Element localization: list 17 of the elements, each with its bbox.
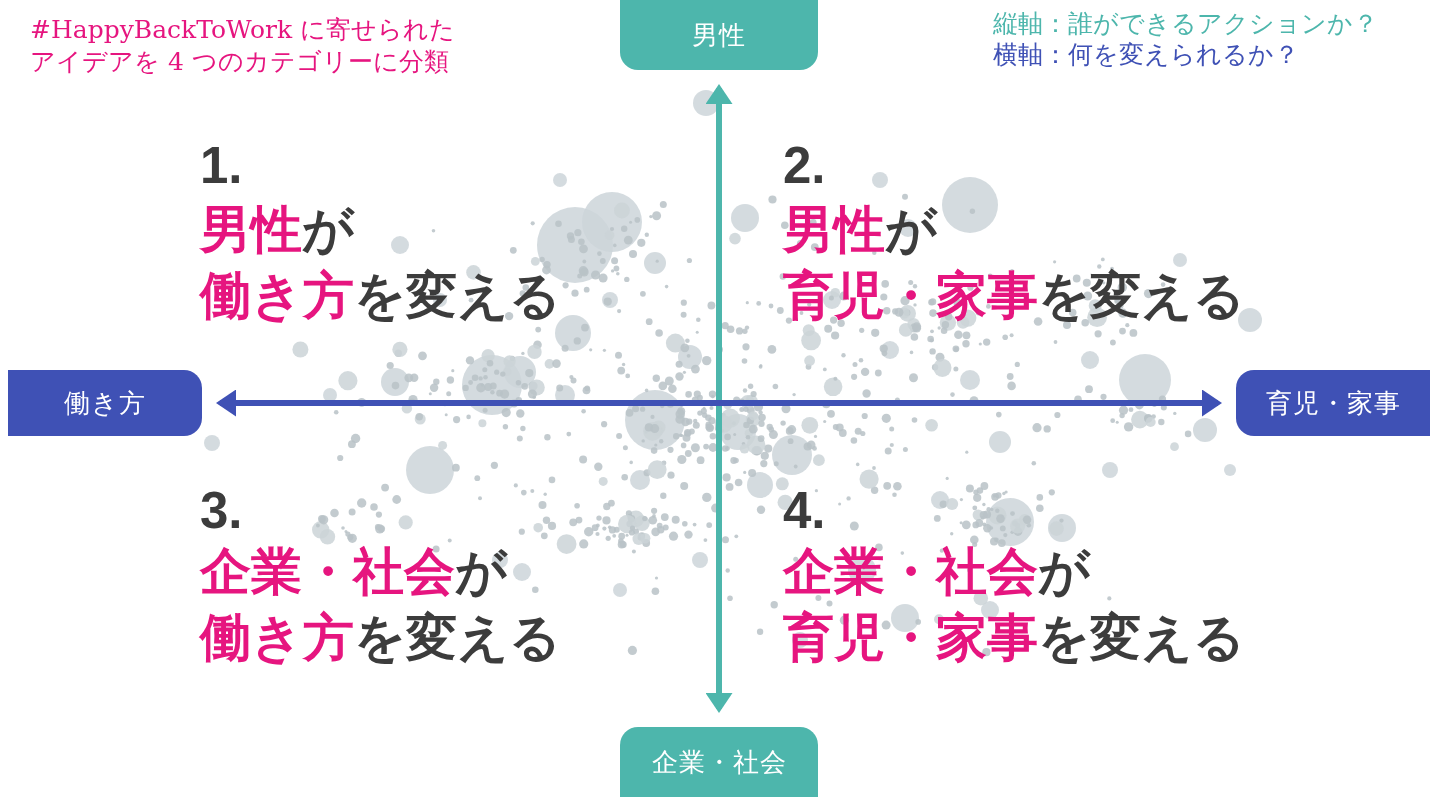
quadrant-number: 2. <box>783 140 826 191</box>
axis-label-tab: 働き方 <box>8 370 202 436</box>
note-text: #HappyBackToWork に寄せられたアイデアを 4 つのカテゴリーに分類 <box>30 14 457 78</box>
axis-note: 横軸：何を変えられるか？ <box>993 39 1299 69</box>
double-headed-arrow <box>216 389 1222 417</box>
axis-label-tab: 男性 <box>620 0 818 70</box>
double-headed-arrow <box>705 84 733 713</box>
axis-note: 縦軸：誰ができるアクションか？ <box>993 8 1378 38</box>
axis-label-tab: 育児・家事 <box>1236 370 1430 436</box>
quadrant-title: 企業・社会が育児・家事を変える <box>783 542 1245 668</box>
quadrant-title: 男性が働き方を変える <box>200 200 561 326</box>
quadrant-number: 1. <box>200 140 243 191</box>
quadrant-title: 企業・社会が働き方を変える <box>200 542 561 668</box>
quadrant-number: 4. <box>783 485 826 536</box>
quadrant-title: 男性が育児・家事を変える <box>783 200 1245 326</box>
quadrant-number: 3. <box>200 485 243 536</box>
axis-label-tab: 企業・社会 <box>620 727 818 797</box>
